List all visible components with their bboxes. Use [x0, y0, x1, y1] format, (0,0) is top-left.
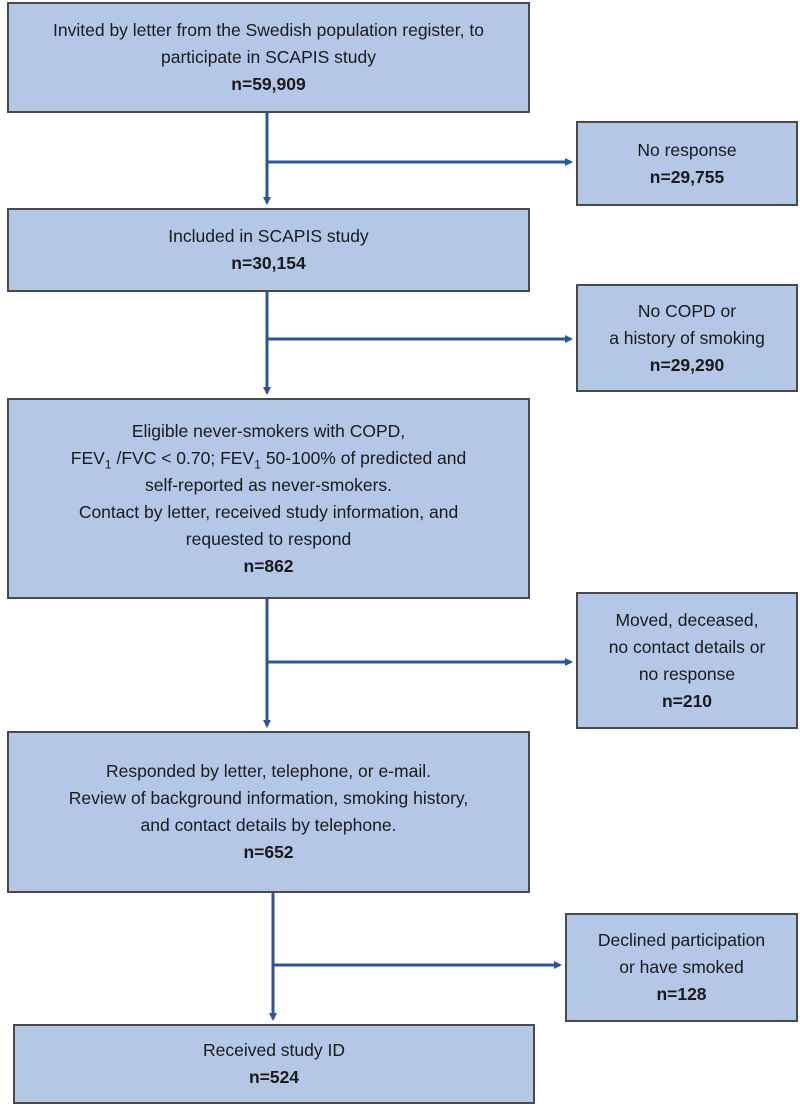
box-no-response: No response n=29,755 [576, 121, 798, 206]
responded-line-2: Review of background information, smokin… [68, 788, 469, 808]
declined-count: n=128 [656, 984, 707, 1004]
responded-line-1: Responded by letter, telephone, or e-mai… [106, 761, 431, 781]
no-response-count: n=29,755 [649, 166, 725, 187]
box-received: Received study ID n=524 [13, 1024, 535, 1104]
eligible-sub-a: 1 [104, 457, 112, 471]
eligible-line-1: Eligible never-smokers with COPD, [131, 420, 406, 441]
included-count: n=30,154 [231, 253, 306, 273]
box-moved: Moved, deceased, no contact details or n… [576, 592, 798, 729]
no-response-line-1: No response [637, 139, 737, 160]
invited-line-2: participate in SCAPIS study [161, 47, 376, 67]
received-line-1: Received study ID [202, 1040, 345, 1060]
eligible-line-5: requested to respond [185, 528, 352, 549]
eligible-mid: /FVC < 0.70; FEV [111, 447, 255, 468]
box-no-copd: No COPD or a history of smoking n=29,290 [576, 284, 798, 392]
eligible-line-4: Contact by letter, received study inform… [78, 501, 459, 522]
eligible-sub-b: 1 [254, 457, 261, 471]
received-count: n=524 [248, 1067, 300, 1087]
eligible-count: n=862 [243, 555, 294, 576]
no-copd-line-2: a history of smoking [609, 327, 765, 348]
declined-line-1: Declined participation [597, 930, 766, 950]
box-included: Included in SCAPIS study n=30,154 [7, 208, 530, 292]
box-invited: Invited by letter from the Swedish popul… [7, 2, 530, 113]
responded-line-3: and contact details by telephone. [140, 815, 397, 835]
no-copd-line-1: No COPD or [637, 300, 737, 321]
eligible-line-3: self-reported as never-smokers. [144, 474, 393, 495]
included-line-1: Included in SCAPIS study [168, 226, 369, 246]
eligible-end: 50-100% of predicted and [260, 447, 467, 468]
responded-count: n=652 [243, 842, 294, 862]
moved-count: n=210 [661, 690, 713, 711]
moved-line-1: Moved, deceased, [615, 609, 759, 630]
box-declined: Declined participation or have smoked n=… [565, 913, 798, 1022]
moved-line-2: no contact details or [608, 636, 766, 657]
box-eligible: Eligible never-smokers with COPD, FEV1 /… [7, 398, 530, 599]
box-responded: Responded by letter, telephone, or e-mai… [7, 731, 530, 893]
eligible-line-2: FEV1 /FVC < 0.70; FEV1 50-100% of predic… [71, 445, 467, 472]
invited-line-1: Invited by letter from the Swedish popul… [53, 20, 484, 40]
eligible-fev-a: FEV [70, 447, 105, 468]
moved-line-3: no response [638, 663, 736, 684]
invited-count: n=59,909 [231, 74, 306, 94]
no-copd-count: n=29,290 [649, 354, 725, 375]
declined-line-2: or have smoked [619, 957, 744, 977]
